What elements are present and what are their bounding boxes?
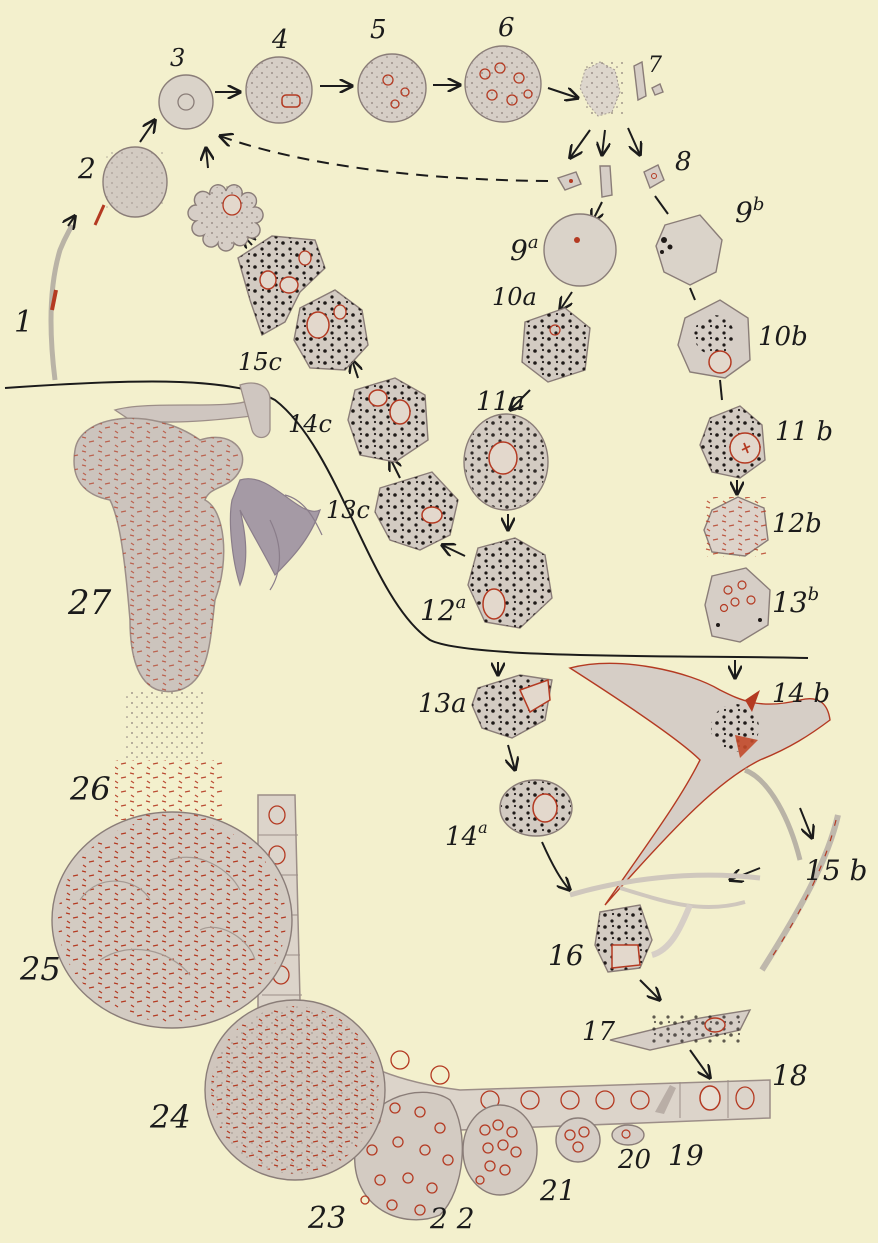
label-15b: 15 b xyxy=(805,854,867,887)
figure-1-sporozoite xyxy=(51,225,72,380)
figure-21-oocyst xyxy=(556,1118,600,1162)
label-9b: 9b xyxy=(735,194,764,229)
label-6: 6 xyxy=(498,13,515,43)
label-4: 4 xyxy=(271,25,289,55)
arrow-1-to-2 xyxy=(68,216,75,226)
label-12b: 12b xyxy=(772,509,822,539)
label-27: 27 xyxy=(67,583,112,623)
dashed-return-arrow xyxy=(220,136,548,181)
figure-24-oocyst xyxy=(205,1000,385,1180)
figure-2-cell xyxy=(95,147,167,225)
figure-9b-cell xyxy=(656,215,722,285)
figure-22-oocyst xyxy=(463,1105,537,1195)
figure-3-cell xyxy=(159,75,213,129)
label-13c: 13c xyxy=(326,496,370,524)
label-9a: 9a xyxy=(510,232,539,267)
label-18: 18 xyxy=(772,1059,808,1092)
arrow-rosette-to-3 xyxy=(206,148,208,168)
arrow-14a-to-16 xyxy=(542,842,570,890)
label-25: 25 xyxy=(19,950,61,988)
figure-8-merozoites xyxy=(558,165,664,197)
label-5: 5 xyxy=(370,15,387,45)
figure-14a-cell xyxy=(500,780,572,836)
label-26: 26 xyxy=(69,770,111,808)
arrow-14c-to-15c xyxy=(352,360,358,378)
label-24: 24 xyxy=(149,1098,191,1136)
arrow-7-down-right xyxy=(628,128,640,155)
figure-10b-cell xyxy=(678,300,750,378)
figure-5-cell xyxy=(358,54,426,122)
label-14b: 14 b xyxy=(772,679,830,709)
label-16: 16 xyxy=(548,939,584,972)
arrow-6-to-7 xyxy=(548,88,578,98)
label-23: 23 xyxy=(307,1201,346,1236)
label-11a: 11a xyxy=(476,387,525,417)
label-8: 8 xyxy=(675,147,692,177)
label-13a: 13a xyxy=(418,689,467,719)
label-14c: 14c xyxy=(288,410,332,438)
arrow-12a-to-13c xyxy=(442,545,465,556)
figure-12a-cell xyxy=(468,538,552,628)
figure-13c-cell xyxy=(375,472,458,550)
label-2: 2 xyxy=(77,152,96,185)
label-20: 20 xyxy=(617,1145,651,1175)
figure-15c-cell xyxy=(294,290,368,370)
figure-27-salivary-gland xyxy=(74,383,322,691)
arrow-14b-to-15b xyxy=(800,808,812,838)
label-13b: 13b xyxy=(772,584,819,619)
figure-11a-cell xyxy=(464,414,548,510)
label-19: 19 xyxy=(668,1139,704,1172)
label-10a: 10a xyxy=(492,283,537,311)
label-10b: 10b xyxy=(758,322,808,352)
figure-13a-cell xyxy=(472,675,552,738)
figure-16-cell xyxy=(570,875,760,972)
figure-25-mature-oocyst xyxy=(52,812,292,1028)
label-7: 7 xyxy=(648,53,662,78)
label-1: 1 xyxy=(14,305,33,340)
arrow-7-down-left xyxy=(570,130,590,158)
arrow-17-to-18 xyxy=(690,1050,710,1078)
figure-20-young-oocyst xyxy=(612,1125,644,1145)
label-21: 21 xyxy=(539,1174,576,1207)
arrow-13a-to-14a xyxy=(508,745,515,770)
line-10b-to-11b xyxy=(720,380,722,400)
label-22: 2 2 xyxy=(429,1202,475,1235)
line-9b-to-10b xyxy=(690,288,695,300)
figure-10a-cell xyxy=(522,308,590,382)
arrow-7-down xyxy=(602,130,605,155)
label-17: 17 xyxy=(582,1017,616,1047)
figure-9a-cell xyxy=(544,214,616,286)
label-12a: 12a xyxy=(420,592,466,627)
figure-6-cell xyxy=(465,46,541,122)
figure-12b-cell xyxy=(704,497,768,557)
figure-15b-sporozoite xyxy=(762,815,838,970)
figure-13b-cell xyxy=(705,568,770,642)
arrow-9a-to-10a xyxy=(560,292,572,310)
rosette-cell xyxy=(188,185,263,251)
arrow-16-to-17 xyxy=(640,980,660,1000)
line-8-to-9b xyxy=(655,196,668,214)
figure-17-cell xyxy=(610,1010,750,1050)
figure-14c-cell xyxy=(348,378,428,462)
figure-11b-cell xyxy=(700,406,765,478)
label-11b: 11 b xyxy=(775,417,833,447)
label-14a: 14a xyxy=(445,818,488,852)
label-3: 3 xyxy=(170,44,185,72)
arrow-2-to-3 xyxy=(140,120,155,142)
figure-26-sporozoites xyxy=(115,690,225,820)
label-15c: 15c xyxy=(238,348,282,376)
figure-4-cell xyxy=(246,57,312,123)
